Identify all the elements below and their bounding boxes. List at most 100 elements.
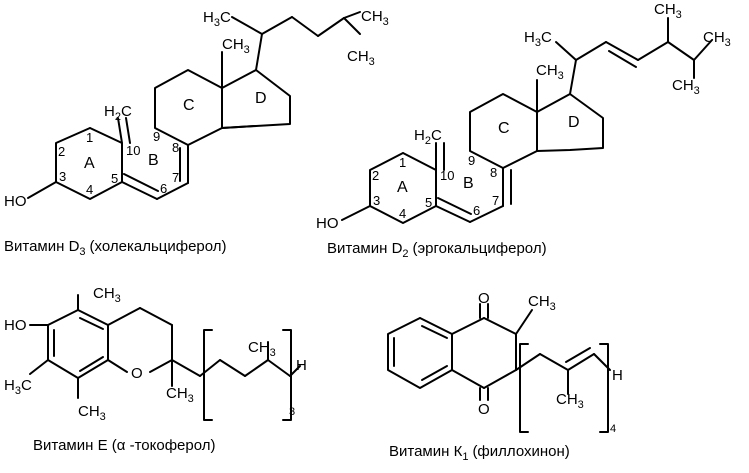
d3-ring-d-label: D (255, 90, 267, 107)
e-h-label: H (296, 357, 307, 374)
d2-num-1: 1 (399, 155, 406, 170)
k1-oxygen-bottom-label: O (478, 401, 490, 418)
d2-ho-bond (341, 205, 371, 221)
d3-c6-c7 (156, 182, 189, 200)
d3-side-1 (255, 33, 263, 71)
d3-num-10: 10 (126, 143, 140, 158)
d2-h3c-label: H3C (524, 29, 552, 49)
d2-ho-label: HO (316, 215, 339, 232)
d2-side-6 (693, 39, 713, 61)
e-pyran-4 (149, 359, 173, 373)
vitamin-d3-structure: H3C CH3 CH3 CH3 H2C HO A B C D 1 2 3 4 5… (4, 8, 389, 258)
d3-ch2-bond-2 (125, 117, 131, 144)
d2-num-5: 5 (425, 195, 432, 210)
k1-chain-3 (567, 353, 595, 371)
d3-num-8: 8 (172, 140, 179, 155)
k1-quinone-4 (483, 369, 517, 389)
e-chain-5 (267, 359, 291, 377)
d3-num-1: 1 (86, 130, 93, 145)
e-oxygen-label: O (131, 365, 143, 382)
k1-chain-2 (539, 353, 569, 371)
vitamin-e-structure: CH3 HO H3C CH3 O CH3 CH3 H 3 Витамин Е (… (4, 285, 307, 454)
k1-methyl-bond (515, 309, 533, 335)
e-ch3-chain-label: CH3 (248, 339, 276, 359)
d2-ch3-right-label: CH3 (703, 29, 731, 49)
d2-ch3-low-label: CH3 (672, 77, 700, 97)
k1-oxygen-top-label: O (478, 290, 490, 307)
d3-num-9: 9 (153, 129, 160, 144)
d2-ring-d-label: D (568, 114, 580, 131)
d2-c6-c7 (469, 205, 504, 223)
e-ho-label: HO (4, 317, 27, 334)
d2-ring-b-label: B (463, 175, 474, 192)
d2-side-4 (637, 41, 669, 61)
d3-num-2: 2 (58, 144, 65, 159)
d2-side-1 (569, 59, 577, 95)
d3-num-4: 4 (86, 182, 93, 197)
d3-side-2 (261, 16, 293, 35)
d2-ring-c-label: C (498, 120, 510, 137)
d2-side-3-double (608, 50, 637, 68)
d3-h2c-label: H2C (104, 103, 132, 123)
k1-repeat-count: 4 (610, 423, 616, 435)
d2-num-3: 3 (373, 193, 380, 208)
e-pyran-1 (107, 307, 141, 326)
d3-ring-c-label: C (183, 97, 195, 114)
vitamin-d2-structure: H3C CH3 CH3 CH3 CH3 H2C HO A B C D 1 2 3… (316, 1, 731, 260)
d2-num-10: 10 (440, 168, 454, 183)
k1-ch3-chain-label: CH3 (556, 391, 584, 411)
d2-num-7: 7 (492, 193, 499, 208)
k1-quinone-1 (451, 317, 485, 335)
d2-num-9: 9 (468, 153, 475, 168)
d2-ring-a-label: A (397, 179, 408, 196)
d2-num-8: 8 (490, 165, 497, 180)
d2-ch3-top-label: CH3 (654, 1, 682, 21)
e-ch3-bottom-label: CH3 (78, 403, 106, 423)
e-benzene-ring (47, 309, 109, 379)
d3-ch2-bond-1 (117, 117, 123, 144)
e-chain-1 (171, 359, 201, 377)
d3-side-5 (343, 17, 361, 35)
k1-caption: Витамин К1(филлохинон) (389, 443, 570, 463)
e-benzene-double-2 (79, 317, 104, 330)
k1-ch3-label: CH3 (528, 293, 556, 313)
d3-side-4 (317, 17, 345, 37)
e-h3c-bond (29, 359, 49, 375)
e-chain-4 (244, 359, 269, 377)
d3-ch3-ring-label: CH3 (222, 36, 250, 56)
d3-side-methyl (231, 16, 263, 35)
e-chain-3 (219, 359, 246, 377)
k1-bracket-left (519, 343, 529, 433)
d2-side-5 (667, 41, 695, 61)
d3-c5-c6 (121, 181, 158, 200)
k1-quinone-5 (451, 369, 485, 389)
d3-num-5: 5 (111, 171, 118, 186)
d3-h3c-label: H3C (203, 9, 231, 29)
d3-ring-d-close (221, 125, 257, 129)
d3-num-6: 6 (160, 181, 167, 196)
e-bracket-right (282, 329, 292, 421)
e-pyran-5 (107, 359, 128, 373)
d2-side-methyl (555, 41, 577, 61)
k1-chain-3-double (565, 347, 591, 363)
d2-ch3-ring-label: CH3 (536, 62, 564, 82)
e-h3c-label: H3C (4, 377, 32, 397)
d3-ring-b-label: B (148, 152, 159, 169)
d3-num-3: 3 (59, 169, 66, 184)
d2-num-6: 6 (473, 203, 480, 218)
d3-ho-bond (27, 181, 57, 199)
k1-bracket-right (599, 343, 609, 433)
d2-side-2 (575, 41, 607, 61)
d2-h2c-label: H2C (414, 127, 442, 147)
vitamin-k1-structure: O O CH3 CH3 H 4 Витамин К1(филлохинон) (387, 290, 623, 463)
d3-ch3-end-label: CH3 (361, 8, 389, 28)
k1-h-label: H (612, 367, 623, 384)
d2-side-3 (605, 41, 639, 61)
e-ch3-top-label: CH3 (93, 285, 121, 305)
d2-caption: Витамин D2(эргокальциферол) (327, 240, 547, 260)
d2-c5-c6 (435, 205, 471, 223)
e-pyran-2 (139, 307, 173, 326)
d3-side-6 (343, 11, 361, 19)
